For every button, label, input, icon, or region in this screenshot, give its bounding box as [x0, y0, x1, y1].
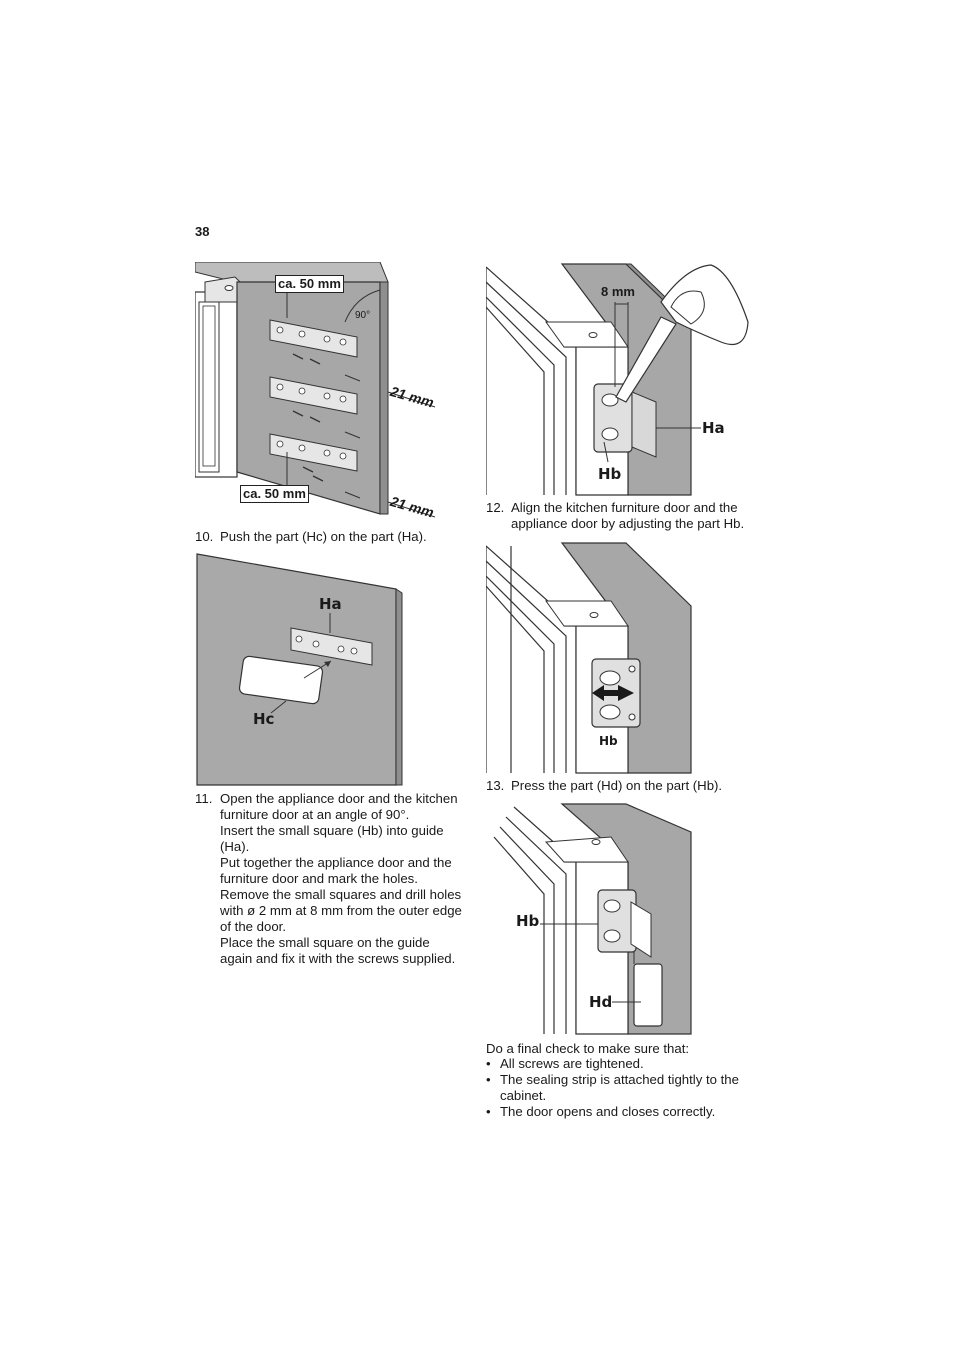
step-number: 11. — [195, 791, 213, 806]
figure-hd-on-hb — [493, 803, 692, 1035]
step-number: 12. — [486, 500, 505, 515]
label-hb: Hb — [516, 912, 540, 930]
angle-label: 90° — [355, 310, 371, 321]
figure-guide-mounting — [195, 262, 436, 518]
label-hb: Hb — [598, 465, 622, 483]
figure-hc-on-ha — [196, 553, 403, 786]
dim-label-bottom: ca. 50 mm — [240, 485, 309, 503]
step-text: Open the appliance door and the kitchen … — [220, 791, 462, 966]
final-check-intro: Do a final check to make sure that: — [486, 1041, 690, 1056]
step-text: Align the kitchen furniture door and the… — [511, 500, 745, 531]
step-text: Push the part (Hc) on the part (Ha). — [220, 529, 427, 544]
label-hb: Hb — [599, 734, 618, 748]
label-hc: Hc — [253, 710, 275, 728]
label-hd: Hd — [589, 993, 613, 1011]
label-ha: Ha — [319, 595, 342, 613]
step-number: 10. — [195, 529, 214, 544]
step-text: Press the part (Hd) on the part (Hb). — [511, 778, 723, 793]
dim-8mm: 8 mm — [601, 284, 635, 299]
figure-drill-8mm — [486, 263, 749, 496]
figure-adjust-hb — [486, 542, 692, 774]
label-ha: Ha — [702, 419, 725, 437]
step-number: 13. — [486, 778, 505, 793]
page-number: 38 — [195, 224, 210, 239]
dim-label-top: ca. 50 mm — [275, 275, 344, 293]
